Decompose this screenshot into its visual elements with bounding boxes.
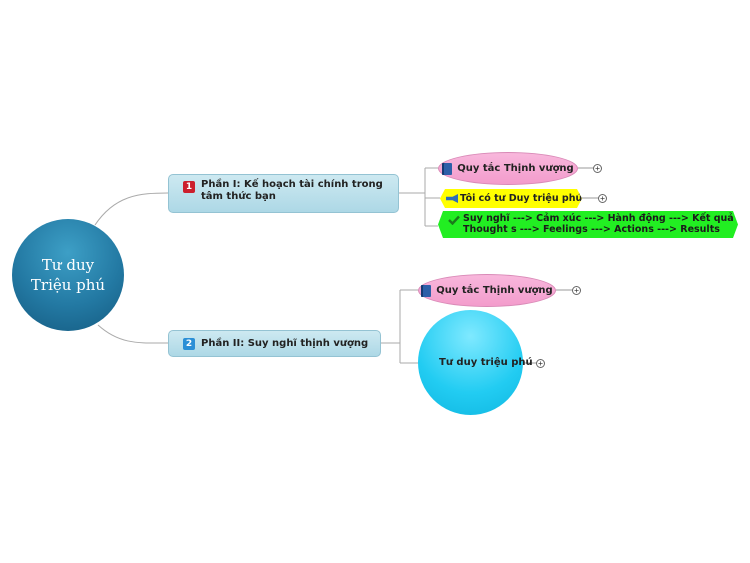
- topic-part-2[interactable]: 2 Phần II: Suy nghĩ thịnh vượng: [168, 330, 381, 357]
- subtopic-rule-1-label: Quy tắc Thịnh vượng: [457, 163, 574, 174]
- topic-part-1-label: Phần I: Kế hoạch tài chính trong tâm thứ…: [201, 179, 383, 202]
- check-icon: [448, 215, 460, 225]
- subtopic-flow-en: Thought s ---> Feelings ---> Actions ---…: [463, 224, 720, 235]
- central-topic[interactable]: Tư duy Triệu phú: [12, 219, 124, 331]
- subtopic-mindset-1[interactable]: Tôi có tư Duy triệu phú: [440, 189, 582, 208]
- central-topic-title: Tư duy Triệu phú: [30, 256, 106, 294]
- expand-button-mindset-2[interactable]: +: [536, 359, 545, 368]
- expand-button-rule-2[interactable]: +: [572, 286, 581, 295]
- megaphone-icon: [446, 194, 458, 203]
- expand-button-rule-1[interactable]: +: [593, 164, 602, 173]
- book-icon: [421, 284, 432, 297]
- topic-part-1[interactable]: 1 Phần I: Kế hoạch tài chính trong tâm t…: [168, 174, 399, 213]
- expand-button-mindset-1[interactable]: +: [598, 194, 607, 203]
- subtopic-flow-vi: Suy nghĩ ---> Cảm xúc ---> Hành động ---…: [463, 213, 734, 224]
- subtopic-mindset-1-label: Tôi có tư Duy triệu phú: [460, 193, 583, 204]
- subtopic-flow[interactable]: Suy nghĩ ---> Cảm xúc ---> Hành động ---…: [438, 211, 738, 238]
- subtopic-rule-1[interactable]: Quy tắc Thịnh vượng: [438, 152, 578, 185]
- priority-2-badge: 2: [183, 338, 195, 350]
- subtopic-mindset-2[interactable]: Tư duy triệu phú: [418, 310, 533, 415]
- topic-part-2-label: Phần II: Suy nghĩ thịnh vượng: [201, 338, 369, 349]
- book-icon: [442, 162, 453, 175]
- subtopic-mindset-2-label: Tư duy triệu phú: [439, 357, 533, 368]
- priority-1-badge: 1: [183, 181, 195, 193]
- subtopic-rule-2-label: Quy tắc Thịnh vượng: [436, 285, 553, 296]
- subtopic-rule-2[interactable]: Quy tắc Thịnh vượng: [418, 274, 556, 307]
